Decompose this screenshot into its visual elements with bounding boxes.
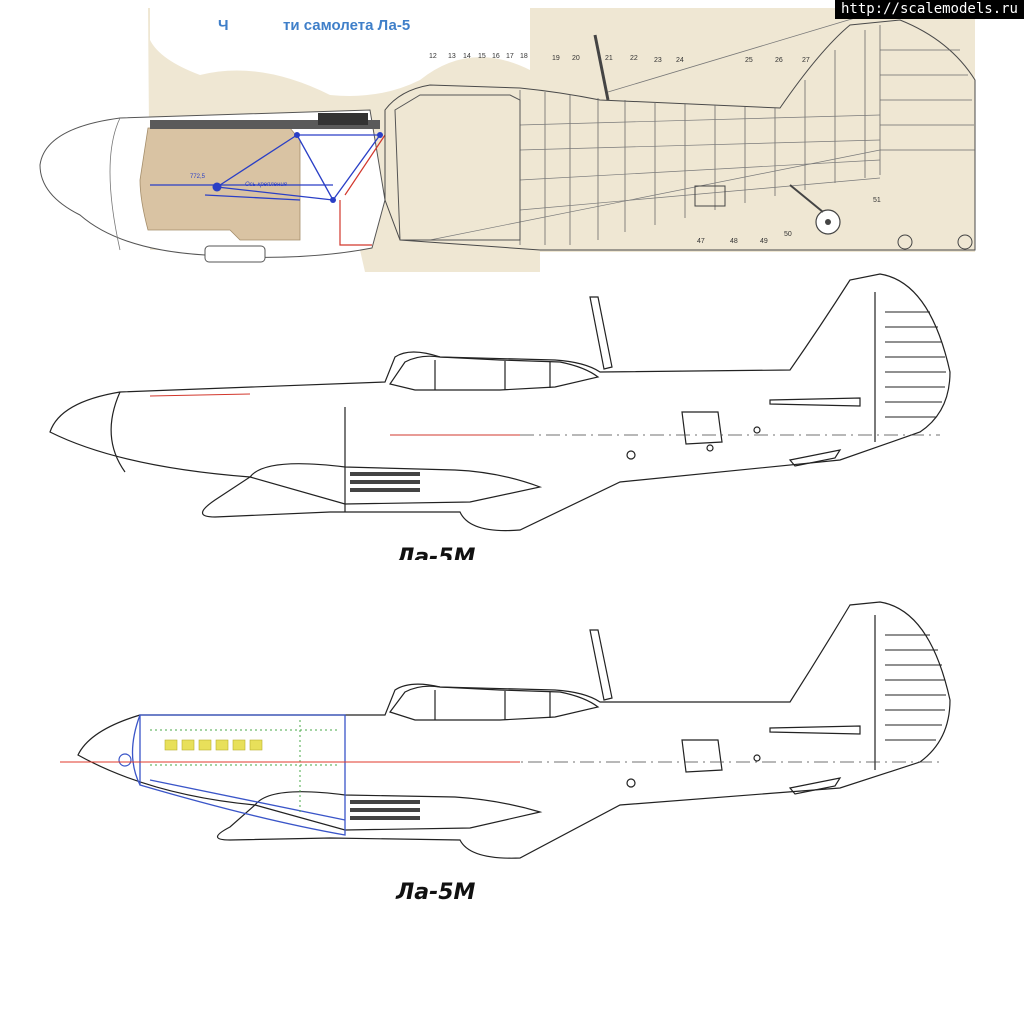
side-view-drawing bbox=[49, 273, 951, 532]
callout-number: 49 bbox=[760, 238, 768, 245]
callout-number: 19 bbox=[552, 55, 560, 62]
antenna-mast bbox=[593, 34, 610, 101]
cowling-panel-overlay bbox=[131, 714, 346, 836]
fuselage-structure bbox=[384, 19, 976, 251]
callout-number: 27 bbox=[802, 57, 810, 64]
equipment-box bbox=[694, 185, 726, 207]
red-reference-line bbox=[149, 393, 251, 397]
engine-mount-truss bbox=[150, 134, 382, 202]
tailplane-root bbox=[788, 449, 842, 467]
callout-number: 12 bbox=[429, 53, 437, 60]
fastener bbox=[753, 426, 761, 434]
dim-label: Ось крепления bbox=[245, 182, 288, 188]
callout-number: 15 bbox=[478, 53, 486, 60]
antenna-mast bbox=[589, 296, 613, 370]
fin-ribs bbox=[880, 49, 975, 151]
spinner-hub bbox=[118, 753, 132, 767]
canopy bbox=[389, 685, 600, 721]
side-view-overlay-drawing bbox=[60, 601, 951, 859]
side-view-caption-2: Ла-5М bbox=[396, 880, 476, 905]
callout-number: 21 bbox=[605, 55, 613, 62]
antenna-wire bbox=[607, 17, 856, 93]
cutaway-drawing-panel: Ч ти самолета Ла-5 772,5 Ось крепления bbox=[0, 0, 1024, 272]
callout-number: 25 bbox=[745, 57, 753, 64]
cutaway-drawing: Ч ти самолета Ла-5 772,5 Ось крепления bbox=[39, 8, 976, 272]
fuselage-stringers bbox=[429, 114, 881, 241]
fuselage-outline bbox=[77, 601, 951, 859]
fuselage-outline bbox=[49, 273, 951, 532]
detail-circle bbox=[957, 234, 973, 250]
cowl-gun bbox=[150, 120, 380, 129]
side-view-caption-1: Ла-5М bbox=[396, 545, 476, 560]
spinner-seam bbox=[110, 391, 126, 473]
rivet-lines bbox=[150, 720, 340, 815]
callout-number: 50 bbox=[784, 231, 792, 238]
rudder-ribs bbox=[885, 311, 946, 418]
mount-node bbox=[377, 132, 383, 138]
exhaust-stacks bbox=[350, 472, 420, 492]
antenna-mast bbox=[589, 629, 613, 701]
exhaust-highlight bbox=[164, 739, 263, 751]
callout-number: 51 bbox=[873, 197, 881, 204]
spinner-line bbox=[109, 117, 121, 251]
fastener bbox=[626, 450, 636, 460]
firewall-red-lines bbox=[339, 134, 386, 246]
gun-breech bbox=[318, 113, 368, 125]
tail-wheel-hub bbox=[825, 219, 831, 225]
wing-root-fairing bbox=[248, 463, 543, 505]
fastener bbox=[626, 778, 636, 788]
mount-node bbox=[294, 132, 300, 138]
watermark-url: http://scalemodels.ru bbox=[834, 0, 1024, 19]
callout-number: 47 bbox=[697, 238, 705, 245]
callout-number: 18 bbox=[520, 53, 528, 60]
callout-number: 26 bbox=[775, 57, 783, 64]
exhaust-stacks bbox=[350, 800, 420, 820]
fastener bbox=[706, 444, 714, 452]
white-mask bbox=[150, 8, 530, 96]
callout-number: 13 bbox=[448, 53, 456, 60]
rudder-ribs bbox=[885, 634, 946, 741]
side-view-panel-2 bbox=[0, 590, 1024, 920]
callout-number: 24 bbox=[676, 57, 684, 64]
access-hatch bbox=[681, 411, 723, 445]
access-hatch bbox=[681, 739, 723, 773]
mount-node bbox=[212, 182, 222, 192]
mount-node bbox=[330, 197, 336, 203]
callout-number: 22 bbox=[630, 55, 638, 62]
callout-number: 20 bbox=[572, 55, 580, 62]
callout-number: 14 bbox=[463, 53, 471, 60]
side-view-panel-1 bbox=[0, 272, 1024, 572]
cockpit-structure bbox=[394, 94, 521, 241]
callout-number: 48 bbox=[730, 238, 738, 245]
vent-panel bbox=[769, 725, 861, 735]
canopy bbox=[389, 355, 600, 391]
callout-number: 16 bbox=[492, 53, 500, 60]
callout-number: 23 bbox=[654, 57, 662, 64]
dim-label: 772,5 bbox=[190, 174, 206, 180]
title-text: ти самолета Ла-5 bbox=[283, 17, 410, 34]
tail-wheel-strut bbox=[789, 184, 824, 213]
fastener bbox=[753, 754, 761, 762]
detail-circle bbox=[897, 234, 913, 250]
wing-root-fairing bbox=[253, 791, 543, 831]
title-first-letter: Ч bbox=[218, 17, 229, 34]
oil-cooler bbox=[204, 245, 266, 263]
callout-number: 17 bbox=[506, 53, 514, 60]
vent-panel bbox=[769, 397, 861, 407]
tailplane-root bbox=[788, 777, 842, 795]
